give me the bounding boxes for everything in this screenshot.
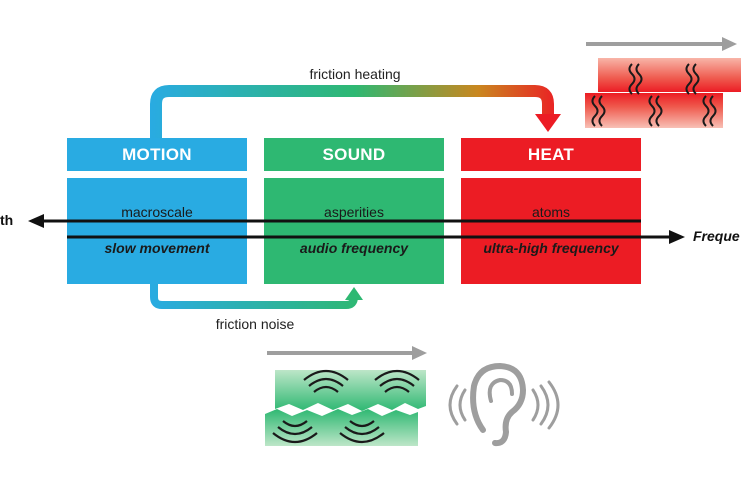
sound-header: SOUND (264, 138, 444, 171)
heat-box: HEAT atoms ultra-high frequency (461, 138, 641, 284)
sound-scale: asperities (324, 204, 384, 220)
sound-motion-arrowhead (412, 346, 427, 360)
sound-upper-block (275, 370, 426, 411)
motion-body: macroscale slow movement (67, 178, 247, 284)
motion-header: MOTION (67, 138, 247, 171)
friction-noise-arrow (150, 284, 358, 309)
sound-box: SOUND asperities audio frequency (264, 138, 444, 284)
length-axis-arrowhead (28, 214, 44, 228)
frequency-axis-label: Freque (693, 228, 740, 244)
heat-upper-block (598, 58, 741, 92)
friction-noise-label: friction noise (215, 316, 295, 332)
friction-heating-label: friction heating (309, 66, 401, 82)
motion-scale: macroscale (121, 204, 193, 220)
friction-noise-arrowhead (345, 287, 363, 300)
length-axis-label: th (0, 212, 14, 228)
heat-header: HEAT (461, 138, 641, 171)
heat-motion-arrowhead (722, 37, 737, 51)
heat-scale: atoms (531, 204, 571, 220)
heat-body: atoms ultra-high frequency (461, 178, 641, 284)
friction-heating-arrowhead (535, 114, 561, 132)
friction-heating-arrow (150, 85, 554, 138)
motion-frequency: slow movement (104, 240, 210, 256)
heat-wave-icon (591, 63, 717, 127)
frequency-axis-arrowhead (669, 230, 685, 244)
sound-body: asperities audio frequency (264, 178, 444, 284)
motion-box: MOTION macroscale slow movement (67, 138, 247, 284)
sound-frequency: audio frequency (299, 240, 409, 256)
heat-frequency: ultra-high frequency (483, 240, 619, 256)
sound-wave-icon (272, 369, 420, 444)
ear-icon (448, 362, 560, 447)
